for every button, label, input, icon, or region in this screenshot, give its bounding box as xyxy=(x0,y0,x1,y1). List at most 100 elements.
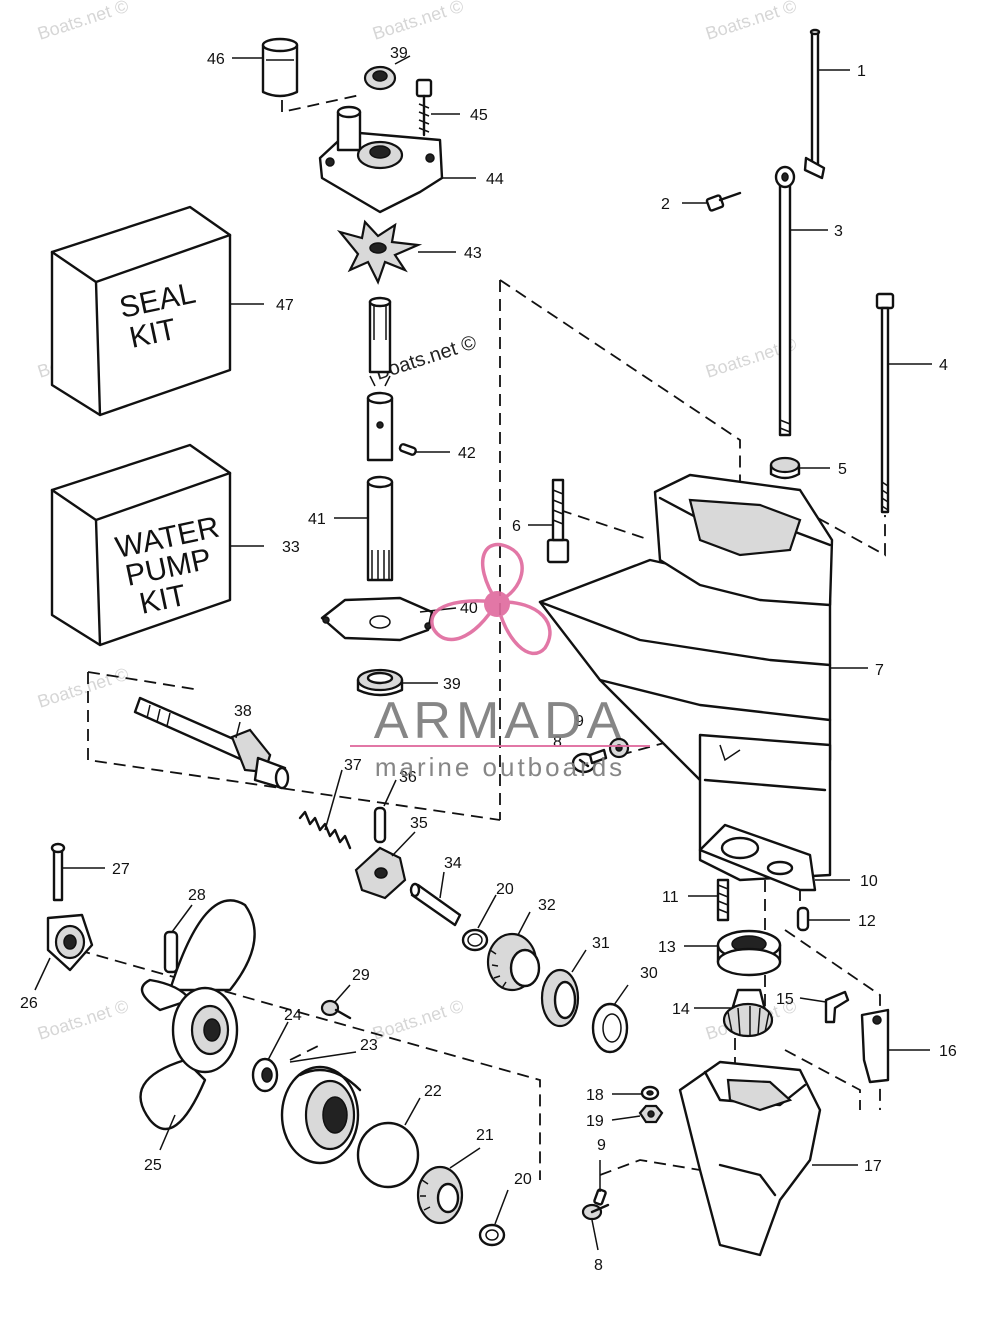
part-25-propeller xyxy=(139,899,256,1131)
watermark: Boats.net © xyxy=(35,0,131,44)
propeller-logo-icon xyxy=(430,542,552,656)
part-40-plate xyxy=(320,596,434,642)
leader-lines xyxy=(34,55,932,1251)
part-7-driveshaft-housing xyxy=(538,473,834,882)
part-30-washer xyxy=(591,1002,629,1054)
watermark: Boats.net © xyxy=(370,0,466,44)
part-6-stud xyxy=(546,478,570,564)
callout-15: 15 xyxy=(776,991,794,1008)
callout-47: 47 xyxy=(276,297,294,314)
part-38-propeller-shaft xyxy=(133,696,290,790)
callout-2: 2 xyxy=(661,196,670,213)
water-pump-kit-box: WATER PUMP KIT xyxy=(50,443,232,647)
callout-28: 28 xyxy=(188,887,206,904)
callout-36: 36 xyxy=(399,769,417,786)
part-12-pin xyxy=(796,906,810,932)
callout-8-upper: 8 xyxy=(553,734,562,751)
callout-numbers: 1 2 3 4 5 6 7 8 9 10 11 12 13 14 15 16 1… xyxy=(20,45,957,1274)
callout-17: 17 xyxy=(864,1158,882,1175)
callout-18: 18 xyxy=(586,1087,604,1104)
part-31-bearing xyxy=(540,968,580,1028)
part-39-seal-top xyxy=(363,65,397,91)
part-1-rod xyxy=(803,28,826,180)
callout-43: 43 xyxy=(464,245,482,262)
watermark: Boats.net © xyxy=(370,996,466,1044)
part-27-cotter-pin xyxy=(50,842,66,902)
driveshaft-upper xyxy=(368,296,392,387)
callout-9-lower: 9 xyxy=(597,1137,606,1154)
callout-19: 19 xyxy=(586,1113,604,1130)
part-24-bushing xyxy=(251,1057,279,1093)
callout-34: 34 xyxy=(444,855,462,872)
part-29-screw xyxy=(320,999,352,1020)
callout-35: 35 xyxy=(410,815,428,832)
callout-27: 27 xyxy=(112,861,130,878)
part-9-washer-upper xyxy=(608,737,630,759)
callout-46: 46 xyxy=(207,51,225,68)
callout-25: 25 xyxy=(144,1157,162,1174)
callout-13: 13 xyxy=(658,939,676,956)
part-46-cap xyxy=(261,37,299,98)
callout-9-upper: 9 xyxy=(575,713,584,730)
part-4-bolt xyxy=(875,292,895,514)
part-28-pin xyxy=(163,930,179,974)
part-22-o-ring xyxy=(356,1121,420,1189)
seal-kit-box: SEAL KIT xyxy=(50,205,232,417)
callout-32: 32 xyxy=(538,897,556,914)
part-5-grommet xyxy=(769,456,801,480)
part-13-bearing xyxy=(716,929,782,977)
part-36-pin xyxy=(373,806,387,844)
watermark: Boats.net © xyxy=(35,996,131,1044)
callout-39-lower: 39 xyxy=(443,676,461,693)
callout-41: 41 xyxy=(308,511,326,528)
callout-30: 30 xyxy=(640,965,658,982)
callout-14: 14 xyxy=(672,1001,690,1018)
part-8-screw-upper xyxy=(571,748,608,774)
callout-6: 6 xyxy=(512,518,521,535)
part-20-washer-upper xyxy=(461,928,489,952)
callout-23: 23 xyxy=(360,1037,378,1054)
brand-tagline: marine outboards xyxy=(375,752,625,782)
part-39-seal-lower xyxy=(356,668,404,697)
callout-16: 16 xyxy=(939,1043,957,1060)
part-23-bearing-carrier xyxy=(280,1065,362,1165)
callout-8-lower: 8 xyxy=(594,1257,603,1274)
watermark: Boats.net © xyxy=(703,0,799,44)
part-32-gear xyxy=(486,932,541,992)
watermark: Boats.net © xyxy=(35,664,131,712)
part-37-spring xyxy=(298,810,352,850)
callout-10: 10 xyxy=(860,873,878,890)
callout-21: 21 xyxy=(476,1127,494,1144)
shaft-coupling xyxy=(366,391,394,462)
callout-44: 44 xyxy=(486,171,504,188)
callout-20-lower: 20 xyxy=(514,1171,532,1188)
part-44-pump-housing xyxy=(318,105,444,214)
part-34-shaft xyxy=(409,882,462,927)
callout-22: 22 xyxy=(424,1083,442,1100)
part-14-pinion-gear xyxy=(722,988,774,1038)
callout-37: 37 xyxy=(344,757,362,774)
callout-26: 26 xyxy=(20,995,38,1012)
callout-11: 11 xyxy=(662,889,679,906)
part-2-screw xyxy=(705,191,742,212)
part-9-washer-lower xyxy=(593,1188,607,1206)
part-3-rod xyxy=(774,165,796,437)
part-41-shaft xyxy=(366,475,394,582)
callout-1: 1 xyxy=(857,63,866,80)
brand-logo: ARMADA marine outboards xyxy=(350,542,650,782)
callout-39-upper: 39 xyxy=(390,45,408,62)
part-20-washer-lower xyxy=(478,1223,506,1247)
callout-4: 4 xyxy=(939,357,948,374)
part-19-nut xyxy=(638,1104,664,1124)
part-16-plate xyxy=(860,1008,890,1084)
callout-5: 5 xyxy=(838,461,847,478)
part-43-impeller xyxy=(336,219,423,285)
brand-name: ARMADA xyxy=(374,692,626,750)
callout-7: 7 xyxy=(875,662,884,679)
part-42-pin xyxy=(398,443,417,456)
part-21-gear xyxy=(416,1165,464,1225)
callout-12: 12 xyxy=(858,913,876,930)
part-18-washer xyxy=(640,1085,660,1101)
